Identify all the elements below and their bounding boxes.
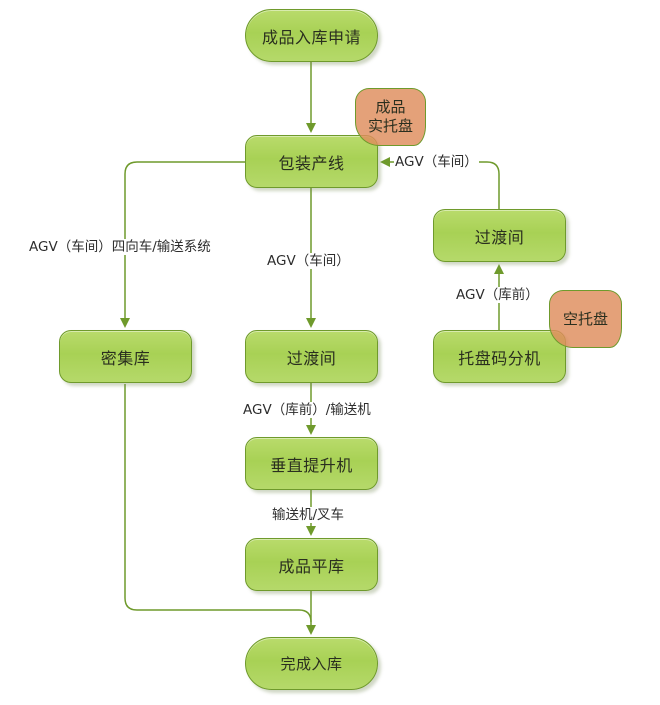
node-transition-room-center-label: 过渡间 (286, 348, 337, 368)
node-start-label: 成品入库申请 (261, 27, 361, 47)
node-pallet-dispenser[interactable]: 托盘码分机 (433, 330, 566, 383)
node-transition-room-center[interactable]: 过渡间 (245, 330, 378, 383)
callout-loaded-pallet-line1: 成品 (375, 98, 406, 116)
edge-transition-to-packaging (380, 157, 500, 209)
node-pallet-dispenser-label: 托盘码分机 (458, 348, 541, 368)
node-vertical-lift-label: 垂直提升机 (270, 455, 353, 475)
callout-empty-pallet-label: 空托盘 (562, 309, 608, 328)
node-vertical-lift[interactable]: 垂直提升机 (245, 437, 378, 490)
callout-loaded-pallet: 成品 实托盘 (355, 88, 426, 146)
node-end-label: 完成入库 (280, 655, 343, 673)
edge-label-packaging-to-dense: AGV（车间）四向车/输送系统 (28, 239, 212, 255)
callout-loaded-pallet-line2: 实托盘 (367, 117, 413, 135)
node-flat-storage-label: 成品平库 (278, 556, 345, 576)
node-dense-storage-label: 密集库 (100, 348, 151, 368)
node-packaging-line[interactable]: 包装产线 (245, 135, 378, 188)
edge-dense-to-end (124, 384, 312, 623)
edge-label-packaging-to-transition: AGV（车间） (266, 253, 351, 269)
edge-label-transition-to-lift: AGV（库前）/输送机 (242, 402, 372, 418)
edge-packaging-to-dense (120, 161, 245, 328)
edge-label-transition-to-packaging: AGV（车间） (394, 154, 479, 170)
node-flat-storage[interactable]: 成品平库 (245, 538, 378, 591)
node-packaging-line-label: 包装产线 (278, 153, 345, 173)
callout-empty-pallet: 空托盘 (549, 290, 622, 348)
edge-label-dispenser-to-transition: AGV（库前） (455, 287, 540, 303)
node-transition-room-right[interactable]: 过渡间 (433, 209, 566, 262)
node-end[interactable]: 完成入库 (245, 637, 378, 690)
node-start[interactable]: 成品入库申请 (245, 9, 378, 62)
node-dense-storage[interactable]: 密集库 (59, 330, 192, 383)
node-transition-room-right-label: 过渡间 (474, 227, 525, 247)
edge-label-lift-to-flat: 输送机/叉车 (271, 507, 346, 523)
